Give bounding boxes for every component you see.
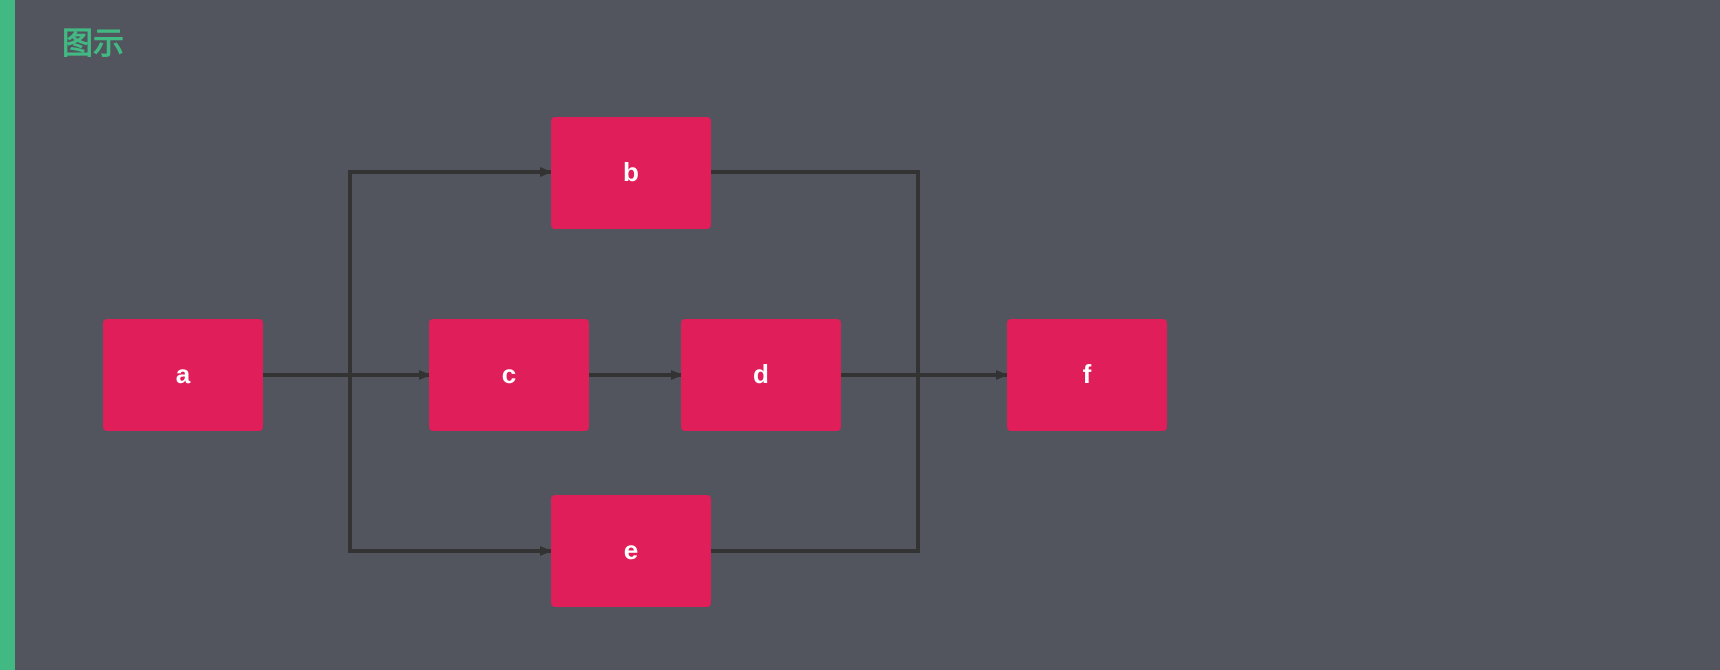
node-a: a xyxy=(103,319,263,431)
node-a-label: a xyxy=(176,359,191,389)
edge-a-e xyxy=(348,375,552,556)
node-e-label: e xyxy=(624,535,638,565)
edge-b-f xyxy=(711,170,920,375)
node-b-label: b xyxy=(623,157,639,187)
node-d-label: d xyxy=(753,359,769,389)
node-f-label: f xyxy=(1083,359,1092,389)
page-title: 图示 xyxy=(62,26,124,62)
node-f: f xyxy=(1007,319,1167,431)
node-c: c xyxy=(429,319,589,431)
node-c-label: c xyxy=(502,359,516,389)
edges xyxy=(263,167,1008,556)
node-d: d xyxy=(681,319,841,431)
edge-e-f xyxy=(711,375,920,553)
accent-bar xyxy=(0,0,15,670)
node-b: b xyxy=(551,117,711,229)
nodes: a b c d e f xyxy=(103,117,1167,607)
node-e: e xyxy=(551,495,711,607)
edge-a-b xyxy=(348,167,552,375)
